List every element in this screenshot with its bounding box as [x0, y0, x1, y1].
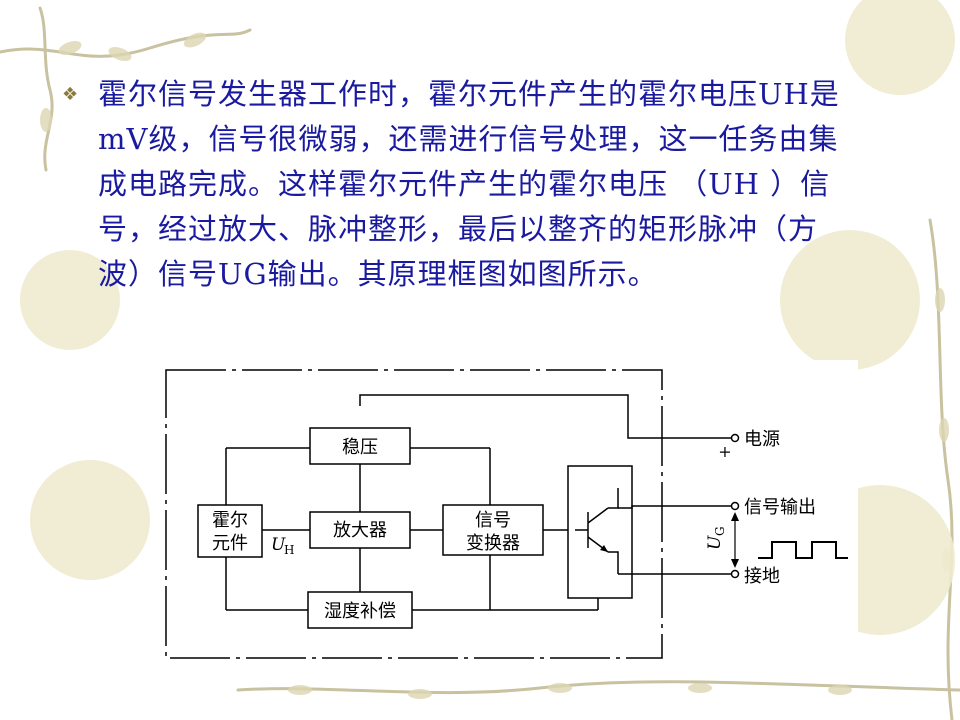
ug-label: U [705, 535, 725, 550]
uh-label: U [271, 535, 286, 555]
power-label: 电源 [744, 429, 780, 450]
compensation-block [307, 591, 413, 629]
square-wave-icon [758, 541, 848, 559]
regulator-label: 稳压 [342, 437, 378, 458]
ground-label: 接地 [744, 566, 780, 587]
signal-output-label: 信号输出 [744, 497, 816, 518]
signal-output-terminal [730, 501, 740, 511]
power-terminal [730, 433, 740, 443]
diamond-bullet-icon: ❖ [62, 84, 79, 105]
body-paragraph: 霍尔信号发生器工作时，霍尔元件产生的霍尔电压UH是mV级，信号很微弱，还需进行信… [98, 77, 840, 291]
ug-subscript: G [713, 526, 727, 536]
amplifier-label: 放大器 [333, 520, 387, 541]
ic-boundary [165, 369, 663, 659]
plus-sign: + [718, 442, 731, 461]
ug-arrow-icon [731, 512, 739, 568]
block-diagram: + 电源 稳压 霍尔 元件 U H 放大器 [160, 360, 858, 667]
hall-label-2: 元件 [212, 533, 248, 554]
converter-label-2: 变换器 [466, 533, 520, 554]
output-stage-block [567, 465, 633, 599]
hall-label-1: 霍尔 [212, 510, 248, 531]
uh-subscript: H [284, 543, 294, 557]
hall-element-block [197, 504, 263, 558]
ground-terminal [730, 569, 740, 579]
compensation-label: 湿度补偿 [324, 601, 396, 622]
converter-label-1: 信号 [475, 510, 511, 531]
amplifier-block [309, 511, 411, 549]
